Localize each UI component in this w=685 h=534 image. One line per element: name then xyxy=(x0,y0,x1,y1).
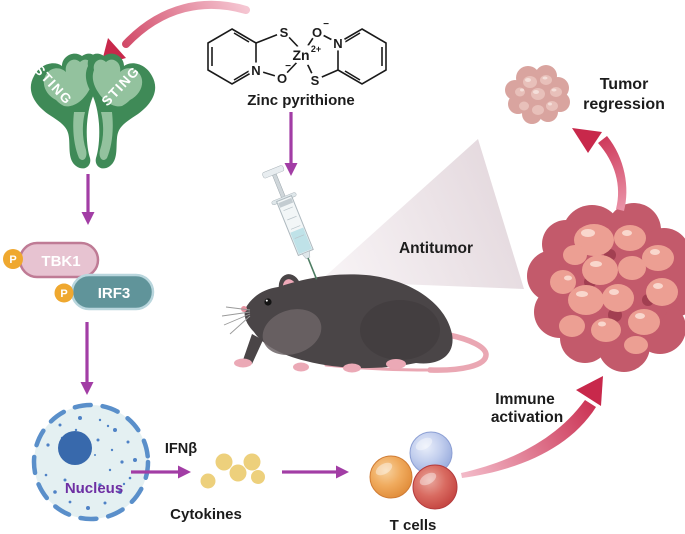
mouse-haunch xyxy=(360,300,440,360)
tumor-regression-label-line2: regression xyxy=(583,96,665,113)
tbk1-label: TBK1 xyxy=(41,253,80,270)
tbk1-irf3-complex: TBK1 IRF3 P P xyxy=(3,241,155,311)
atom-zn-charge: 2+ xyxy=(311,44,321,54)
small-tumor xyxy=(505,65,570,124)
atom-n-left: N xyxy=(251,63,260,78)
t-cell-orange xyxy=(369,455,413,499)
mouse-eye xyxy=(264,298,272,306)
atom-n-right: N xyxy=(333,36,342,51)
atom-o-top: O xyxy=(312,25,322,40)
phospho-badge-irf3 xyxy=(54,283,74,303)
t-cells xyxy=(369,431,458,510)
nucleus-membrane xyxy=(31,402,151,522)
syringe-nozzle xyxy=(301,250,311,260)
immune-activation-label-line2: activation xyxy=(491,409,563,426)
nucleus: Nucleus xyxy=(31,402,151,522)
tumor-regression-label-line1: Tumor xyxy=(600,76,649,93)
sting-right-lobe xyxy=(85,53,156,169)
sting-dimer: STING STING xyxy=(30,53,156,169)
nucleus-speckles xyxy=(44,416,137,510)
phospho-tbk1-label: P xyxy=(9,254,16,266)
immune-activation-label-line1: Immune xyxy=(495,391,555,408)
cytokines-label: Cytokines xyxy=(170,506,242,523)
atom-s-bottom: S xyxy=(311,73,320,88)
mouse-feet xyxy=(234,358,406,373)
atom-s-top: S xyxy=(280,25,289,40)
phospho-badge-tbk1 xyxy=(3,249,23,269)
arrow-tumor-regression xyxy=(572,128,627,211)
syringe-graduations xyxy=(283,206,305,239)
phospho-irf3-label: P xyxy=(60,288,67,300)
syringe-plunger-seal xyxy=(278,197,294,208)
nucleolus xyxy=(58,431,92,465)
ifnb-label: IFNβ xyxy=(165,441,197,457)
irf3-label: IRF3 xyxy=(98,285,131,302)
antitumor-beam xyxy=(320,139,524,289)
arrow-compound-to-mouse xyxy=(284,112,298,176)
arrow-nucleus-to-cytokines xyxy=(131,465,191,479)
arrow-immune-activation xyxy=(461,376,603,478)
mouse xyxy=(221,274,489,373)
sting-left-lobe-inner xyxy=(43,59,94,107)
zinc-pyrithione-structure: S O − N N O − S Zn 2+ xyxy=(207,19,387,88)
mouse-shoulder xyxy=(262,309,322,355)
nucleus-label: Nucleus xyxy=(65,480,123,497)
atom-minus-top: − xyxy=(323,19,329,30)
t-cell-red xyxy=(412,464,458,510)
mouse-eye-glint xyxy=(265,299,268,302)
sting-left-leg-inner xyxy=(73,112,87,161)
compound-name-label: Zinc pyrithione xyxy=(247,92,355,109)
antitumor-label: Antitumor xyxy=(399,240,473,257)
mouse-front-leg xyxy=(243,334,263,364)
t-cells-label: T cells xyxy=(390,517,437,534)
syringe-liquid xyxy=(290,227,312,255)
arrow-compound-to-sting xyxy=(101,0,250,65)
arrow-sting-to-tbk1 xyxy=(81,174,95,225)
syringe-needle xyxy=(307,257,318,280)
cytokines-cluster xyxy=(200,453,265,489)
arrow-irf3-to-nucleus xyxy=(80,322,94,395)
syringe-plunger-flange xyxy=(262,165,285,179)
mouse-whiskers xyxy=(221,306,251,335)
atom-o-bottom: O xyxy=(277,71,287,86)
arrow-cytokines-to-tcells xyxy=(282,465,349,479)
syringe-plunger-rod xyxy=(272,173,287,200)
large-tumor xyxy=(527,203,685,372)
syringe xyxy=(262,165,318,280)
atom-minus-bottom: − xyxy=(285,61,291,72)
atom-zn: Zn xyxy=(292,47,309,63)
